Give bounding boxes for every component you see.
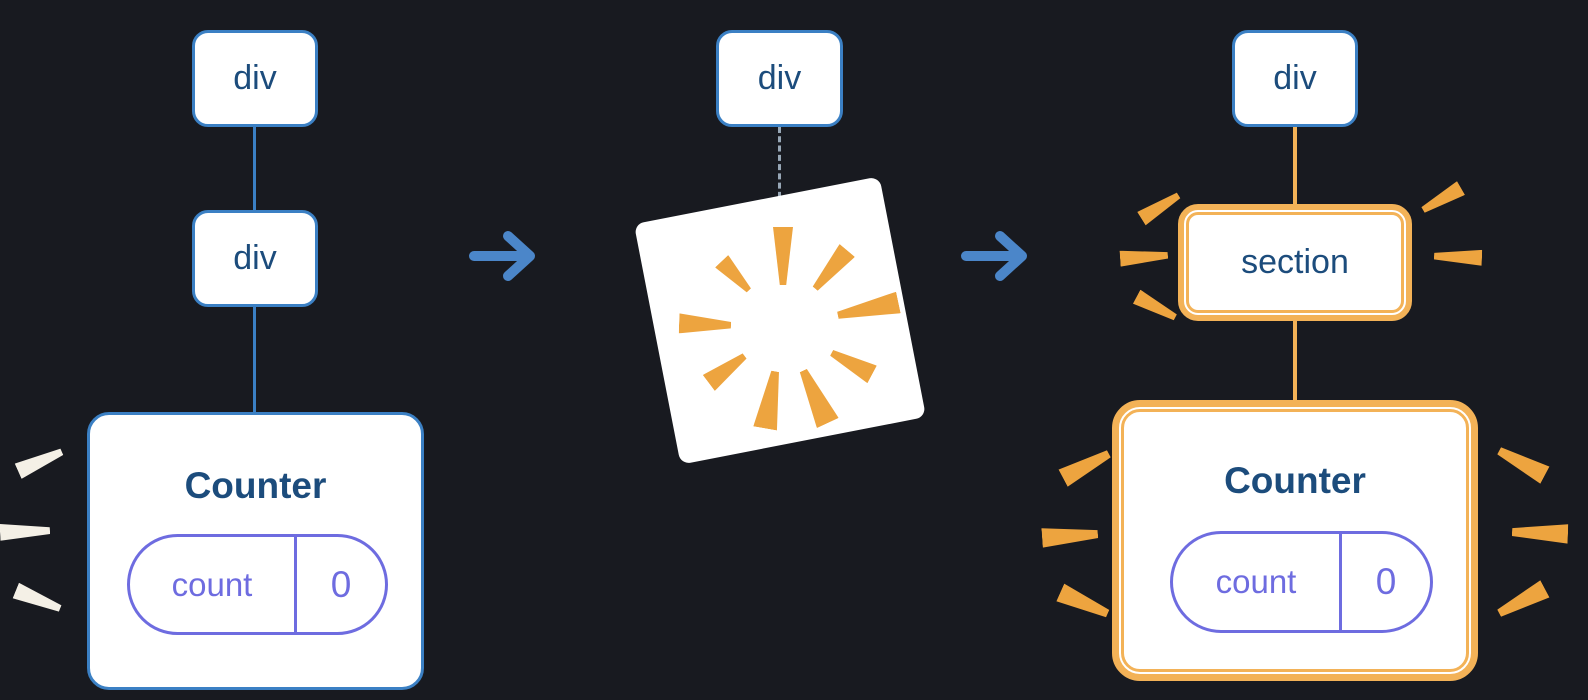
spark-icon bbox=[1512, 521, 1569, 545]
spark-icon bbox=[1041, 523, 1098, 549]
dom-node-div: div bbox=[192, 210, 318, 307]
dom-node-label: div bbox=[1273, 59, 1317, 97]
destroyed-node-icon bbox=[633, 176, 927, 465]
spark-icon bbox=[1494, 441, 1550, 485]
state-value: 0 bbox=[1375, 561, 1397, 602]
spark-icon bbox=[1132, 289, 1179, 326]
state-value: 0 bbox=[330, 563, 352, 605]
state-key-label: count bbox=[171, 565, 253, 603]
arrow-right-icon bbox=[961, 231, 1027, 281]
highlight-inner-border: section bbox=[1186, 212, 1404, 313]
tree-connector-highlighted bbox=[1293, 126, 1297, 208]
component-counter: Counter count 0 bbox=[87, 412, 424, 690]
tree-connector bbox=[253, 306, 256, 414]
tree-connector-dashed bbox=[778, 127, 781, 235]
state-key-label: count bbox=[1215, 563, 1297, 600]
spark-icon bbox=[1434, 247, 1483, 267]
dom-node-div: div bbox=[716, 30, 843, 127]
tree-connector bbox=[253, 126, 256, 212]
tree-connector-highlighted bbox=[1293, 319, 1297, 403]
dom-node-label: div bbox=[233, 239, 277, 277]
component-title: Counter bbox=[1224, 460, 1366, 501]
spark-icon bbox=[1056, 582, 1112, 623]
state-pill: count 0 bbox=[127, 534, 388, 635]
arrow-right-icon bbox=[469, 231, 535, 281]
dom-node-div: div bbox=[1232, 30, 1358, 127]
dom-node-section-highlighted: section bbox=[1178, 204, 1412, 321]
dom-node-label: div bbox=[233, 59, 277, 97]
dom-node-label: section bbox=[1241, 243, 1349, 281]
state-divider bbox=[294, 537, 297, 632]
spark-icon bbox=[1418, 180, 1465, 218]
component-title: Counter bbox=[184, 465, 327, 506]
dom-node-div: div bbox=[192, 30, 318, 127]
component-counter-highlighted: Counter count 0 bbox=[1112, 400, 1478, 681]
spark-icon bbox=[1494, 579, 1550, 623]
state-pill: count 0 bbox=[1170, 531, 1433, 633]
spark-icon bbox=[1119, 246, 1168, 267]
state-divider bbox=[1339, 534, 1342, 630]
spark-icon bbox=[1137, 188, 1184, 227]
spark-icon bbox=[1058, 444, 1114, 488]
dom-node-label: div bbox=[757, 59, 802, 97]
